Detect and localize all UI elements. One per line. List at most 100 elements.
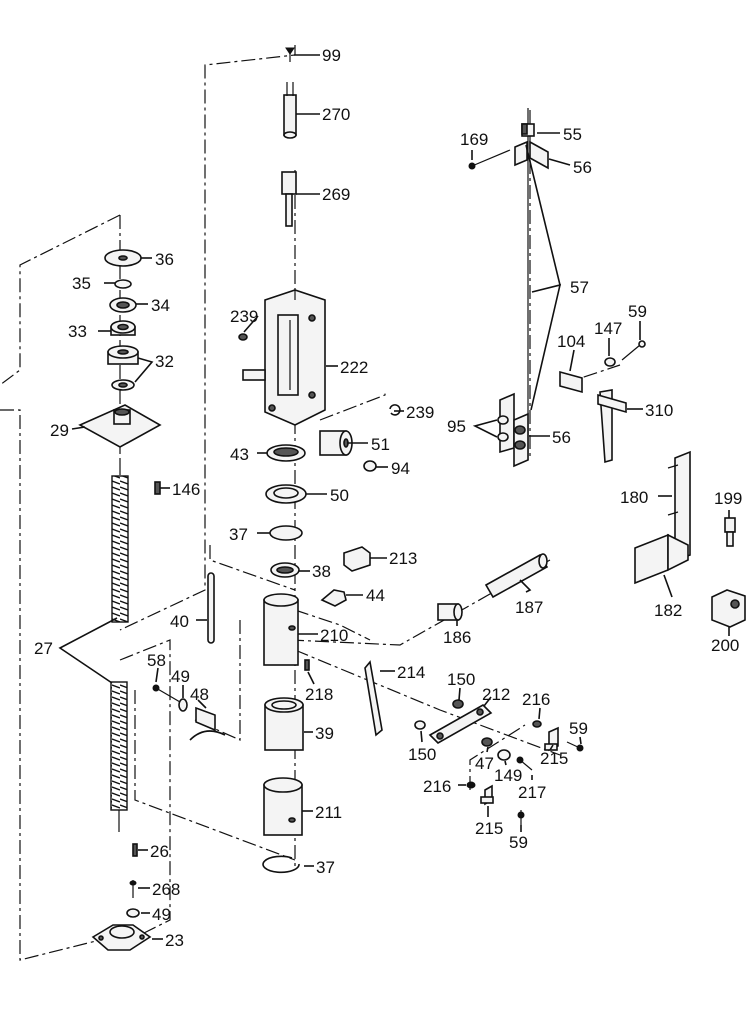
rod-40 <box>207 572 215 644</box>
label-55: 55 <box>563 125 582 144</box>
base-23 <box>91 924 152 951</box>
label-94: 94 <box>391 459 410 478</box>
bracket-180 <box>667 450 691 562</box>
clamp-55 <box>521 123 535 137</box>
part-labels: 99 270 269 36 35 34 33 32 29 239 222 239… <box>34 46 742 950</box>
label-40: 40 <box>170 612 189 631</box>
washer-49-upper <box>178 698 188 712</box>
screw-59-lower <box>517 810 525 825</box>
label-149: 149 <box>494 766 522 785</box>
bracket-215-lower <box>480 784 494 806</box>
label-38: 38 <box>312 562 331 581</box>
spacer-47 <box>481 737 493 747</box>
nut-150-lower <box>414 720 426 730</box>
label-43: 43 <box>230 445 249 464</box>
pulley-32 <box>107 345 139 391</box>
label-200: 200 <box>711 636 739 655</box>
label-215-lower: 215 <box>475 819 503 838</box>
bar-214 <box>364 660 383 737</box>
label-211: 211 <box>315 803 342 822</box>
screw-58 <box>152 684 181 703</box>
centerlines <box>0 45 621 961</box>
washer-36 <box>104 249 142 267</box>
leadscrew-lower <box>110 681 128 832</box>
label-49-lower: 49 <box>152 905 171 924</box>
label-49-upper: 49 <box>171 667 190 686</box>
label-39: 39 <box>315 724 334 743</box>
screw-268 <box>129 880 137 898</box>
wheel-51 <box>319 430 353 456</box>
label-169: 169 <box>460 130 488 149</box>
label-57: 57 <box>570 278 589 297</box>
label-215-upper: 215 <box>540 749 568 768</box>
plug-199 <box>724 517 736 547</box>
label-213: 213 <box>389 549 417 568</box>
label-186: 186 <box>443 628 471 647</box>
label-59-upper: 59 <box>569 719 588 738</box>
collars-95 <box>497 415 526 450</box>
label-47: 47 <box>475 754 494 773</box>
sleeve-211 <box>263 777 303 836</box>
link-212 <box>428 704 493 744</box>
label-269: 269 <box>322 185 350 204</box>
sleeve-39 <box>264 697 304 751</box>
label-104: 104 <box>557 332 585 351</box>
label-58: 58 <box>147 651 166 670</box>
label-32: 32 <box>155 352 174 371</box>
label-37-upper: 37 <box>229 525 248 544</box>
leadscrew-upper <box>111 460 129 623</box>
label-218: 218 <box>305 685 333 704</box>
ring-35 <box>114 279 132 289</box>
label-214: 214 <box>397 663 425 682</box>
label-150-lower: 150 <box>408 745 436 764</box>
bracket-310 <box>597 389 627 464</box>
label-36: 36 <box>155 250 174 269</box>
washer-147 <box>604 357 616 367</box>
label-239-left: 239 <box>230 307 258 326</box>
label-56-upper: 56 <box>573 158 592 177</box>
screw-217 <box>516 756 533 771</box>
label-33: 33 <box>68 322 87 341</box>
label-150-upper: 150 <box>447 670 475 689</box>
pin-94 <box>363 460 377 472</box>
washer-149 <box>497 749 511 761</box>
label-56-lower: 56 <box>552 428 571 447</box>
nut-216-upper <box>532 720 542 728</box>
ring-50 <box>265 484 307 504</box>
clip-239-right <box>389 404 401 416</box>
ring-38 <box>270 562 300 578</box>
pin-26 <box>132 843 138 857</box>
shaft-269 <box>281 171 297 227</box>
label-51: 51 <box>371 435 390 454</box>
label-239-right: 239 <box>406 403 434 422</box>
label-146: 146 <box>172 480 200 499</box>
label-59-right: 59 <box>628 302 647 321</box>
plate-29 <box>78 404 162 448</box>
nut-150-upper <box>452 699 464 709</box>
label-44: 44 <box>366 586 385 605</box>
label-23: 23 <box>165 931 184 950</box>
bearing-33 <box>110 320 136 336</box>
label-199: 199 <box>714 489 742 508</box>
housing-222 <box>242 289 326 426</box>
label-182: 182 <box>654 601 682 620</box>
label-216-lower: 216 <box>423 777 451 796</box>
cylinder-187 <box>484 553 549 599</box>
label-217: 217 <box>518 783 546 802</box>
leader-lines <box>58 54 730 940</box>
label-35: 35 <box>72 274 91 293</box>
label-212: 212 <box>482 685 510 704</box>
washer-49-lower <box>126 908 140 918</box>
snap-ring-37-lower <box>262 855 300 874</box>
label-147: 147 <box>594 319 622 338</box>
label-99: 99 <box>322 46 341 65</box>
bracket-56-upper <box>514 140 549 170</box>
label-187: 187 <box>515 598 543 617</box>
label-268: 268 <box>152 880 180 899</box>
label-50: 50 <box>330 486 349 505</box>
screw-59-upper <box>566 741 584 752</box>
plug-44 <box>320 589 347 607</box>
rod-270 <box>283 82 297 139</box>
label-27: 27 <box>34 639 53 658</box>
